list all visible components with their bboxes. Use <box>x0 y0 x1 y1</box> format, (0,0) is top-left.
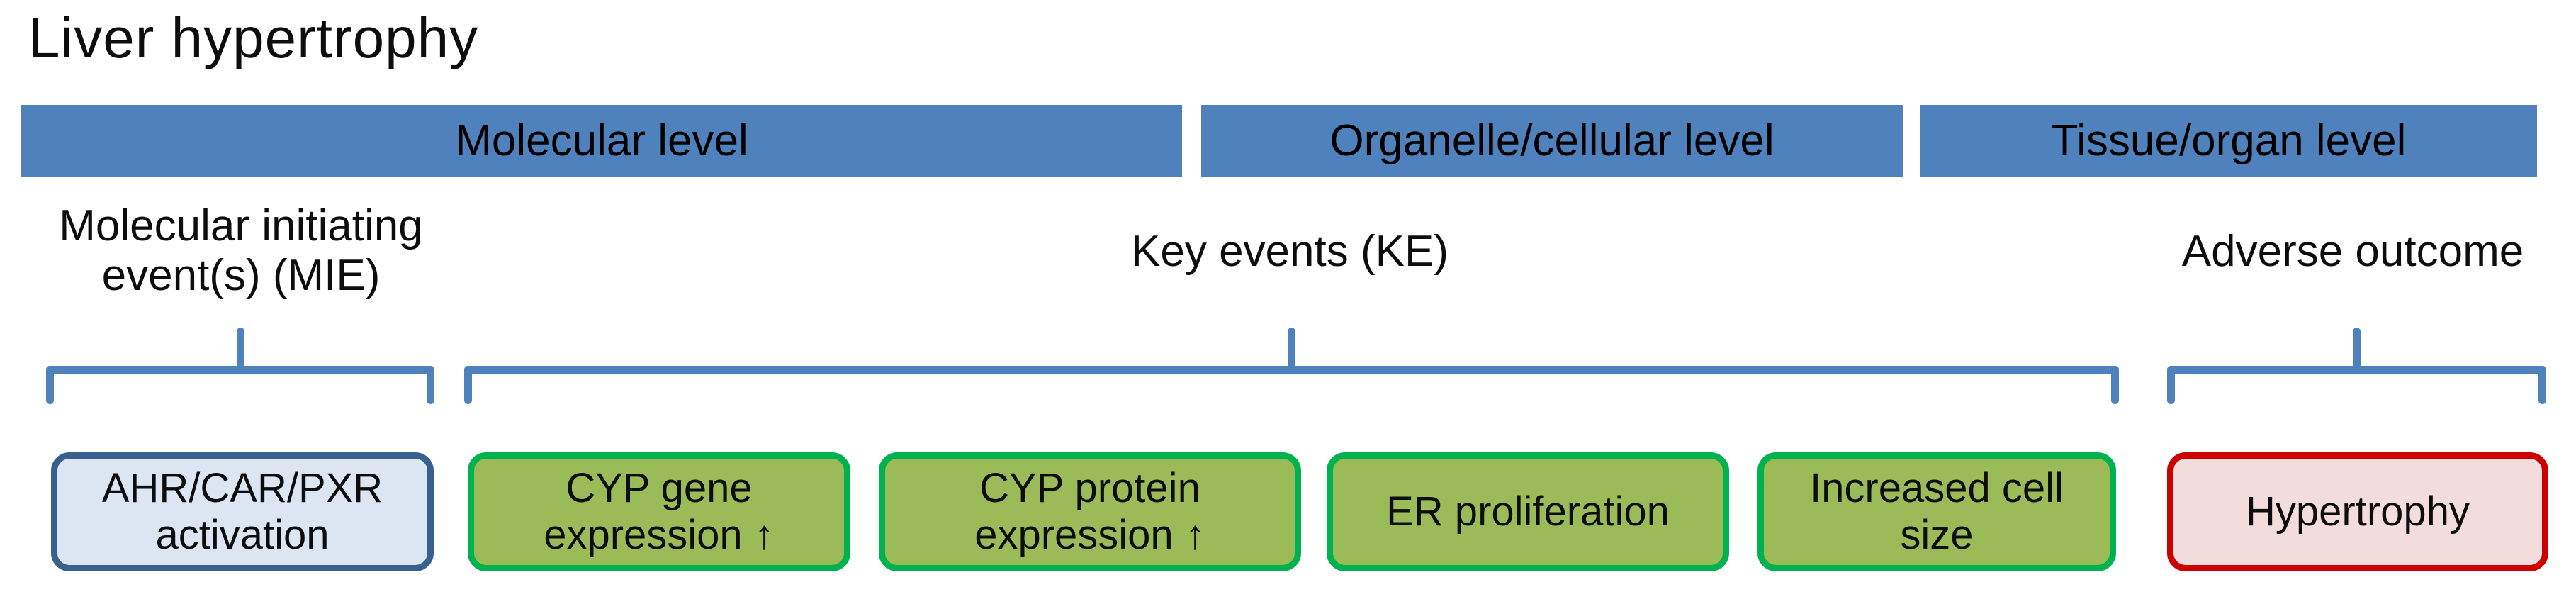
brace-adverse-outcome-bar <box>2167 366 2546 374</box>
stage-label-mie: Molecular initiating event(s) (MIE) <box>59 201 423 300</box>
brace-key-events-leg-right <box>2111 366 2119 404</box>
level-bar-tissue-label: Tissue/organ level <box>2051 116 2407 165</box>
stage-label-key-events: Key events (KE) <box>1131 227 1449 276</box>
level-bar-molecular: Molecular level <box>21 105 1182 177</box>
event-box-cyp-gene-expression: CYP gene expression ↑ <box>468 452 850 571</box>
brace-adverse-outcome-leg-right <box>2538 366 2546 404</box>
brace-key-events <box>464 328 2119 404</box>
brace-adverse-outcome-leg-left <box>2167 366 2175 404</box>
brace-mie-bar <box>46 366 434 374</box>
event-box-label: CYP protein expression ↑ <box>974 465 1205 558</box>
page-title: Liver hypertrophy <box>28 6 479 69</box>
event-box-label: CYP gene expression ↑ <box>544 465 775 558</box>
brace-adverse-outcome <box>2167 328 2546 404</box>
level-bar-organelle-label: Organelle/cellular level <box>1329 116 1774 165</box>
brace-mie-leg-left <box>46 366 54 404</box>
brace-key-events-tick <box>1288 328 1295 369</box>
level-bar-molecular-label: Molecular level <box>455 116 748 165</box>
brace-key-events-bar <box>464 366 2119 374</box>
stage-label-adverse-outcome: Adverse outcome <box>2181 227 2524 276</box>
event-box-label: AHR/CAR/PXR activation <box>101 465 383 558</box>
event-box-ahr-car-pxr-activation: AHR/CAR/PXR activation <box>51 452 434 571</box>
event-box-increased-cell-size: Increased cell size <box>1757 452 2116 571</box>
brace-mie-tick <box>237 328 244 369</box>
level-bar-organelle: Organelle/cellular level <box>1201 105 1903 177</box>
event-box-cyp-protein-expression: CYP protein expression ↑ <box>879 452 1301 571</box>
level-bar-tissue: Tissue/organ level <box>1920 105 2537 177</box>
brace-key-events-leg-left <box>464 366 472 404</box>
event-box-label: Increased cell size <box>1810 465 2064 558</box>
event-box-er-proliferation: ER proliferation <box>1327 452 1729 571</box>
brace-mie <box>46 328 434 404</box>
event-box-hypertrophy: Hypertrophy <box>2167 452 2548 571</box>
brace-adverse-outcome-tick <box>2353 328 2361 369</box>
event-box-label: ER proliferation <box>1386 488 1670 535</box>
event-box-label: Hypertrophy <box>2246 488 2470 535</box>
brace-mie-leg-right <box>427 366 434 404</box>
